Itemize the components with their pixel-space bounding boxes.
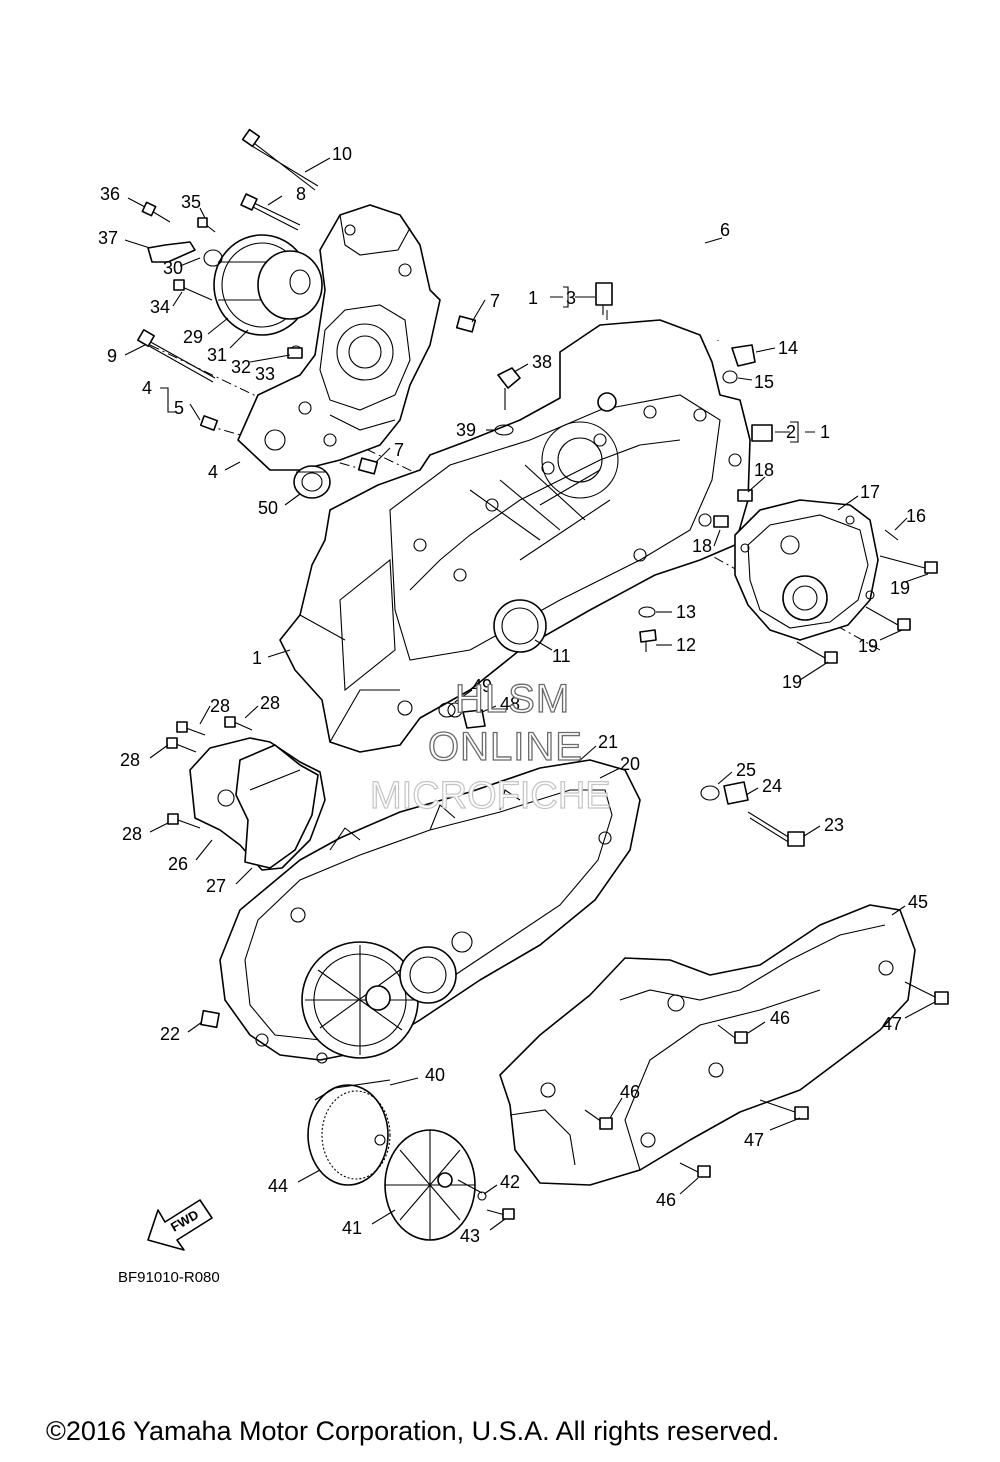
callout-15: 15	[754, 372, 774, 392]
callout-12: 12	[676, 635, 696, 655]
gasket-and-plate	[166, 716, 326, 871]
callout-1-upper: 1	[528, 288, 538, 308]
callout-26: 26	[168, 854, 188, 874]
bearing	[293, 465, 331, 499]
callout-28-a: 28	[210, 696, 230, 716]
callout-47-upper: 47	[882, 1014, 902, 1034]
crankcase-cover	[200, 759, 805, 1064]
callout-27: 27	[206, 876, 226, 896]
callout-47-lower: 47	[744, 1130, 764, 1150]
watermark-line-2: ONLINE	[428, 725, 583, 769]
watermark: HLSM ONLINE MICROFICHE	[369, 676, 611, 817]
callout-46-lower: 46	[656, 1190, 676, 1210]
callout-7-upper: 7	[490, 291, 500, 311]
callout-40: 40	[425, 1065, 445, 1085]
callout-46-upper: 46	[770, 1008, 790, 1028]
callout-16: 16	[906, 506, 926, 526]
callout-37: 37	[98, 228, 118, 248]
callout-numbers: 10 8 36 35 37 30 34 29 31 32 33 9 4 5 4 …	[98, 144, 928, 1246]
callout-21: 21	[598, 732, 618, 752]
watermark-line-1: HLSM	[455, 677, 570, 721]
callout-19-lower: 19	[782, 672, 802, 692]
callout-29: 29	[183, 327, 203, 347]
transmission-outer-cover	[499, 904, 949, 1186]
callout-3: 3	[566, 288, 576, 308]
callout-42: 42	[500, 1172, 520, 1192]
callout-7-lower: 7	[394, 440, 404, 460]
callout-31: 31	[207, 345, 227, 365]
callout-41: 41	[342, 1218, 362, 1238]
reference-code: BF91010-R080	[118, 1269, 220, 1286]
callout-43: 43	[460, 1226, 480, 1246]
callout-32: 32	[231, 357, 251, 377]
copyright-notice: ©2016 Yamaha Motor Corporation, U.S.A. A…	[46, 1416, 779, 1446]
callout-18-lower: 18	[692, 536, 712, 556]
callout-50: 50	[258, 498, 278, 518]
callout-17: 17	[860, 482, 880, 502]
callout-4-lower: 4	[208, 462, 218, 482]
callout-46-middle: 46	[620, 1082, 640, 1102]
callout-9: 9	[107, 346, 117, 366]
callout-30: 30	[163, 258, 183, 278]
callout-13: 13	[676, 602, 696, 622]
callout-1-lower: 1	[252, 648, 262, 668]
callout-24: 24	[762, 776, 782, 796]
callout-28-c: 28	[120, 750, 140, 770]
callout-20: 20	[620, 754, 640, 774]
callout-33: 33	[255, 364, 275, 384]
callout-34: 34	[150, 297, 170, 317]
callout-48: 48	[500, 694, 520, 714]
fasteners	[137, 128, 773, 729]
callout-23: 23	[824, 815, 844, 835]
callout-39: 39	[456, 420, 476, 440]
callout-36: 36	[100, 184, 120, 204]
callout-45: 45	[908, 892, 928, 912]
callout-44: 44	[268, 1176, 288, 1196]
callout-1-right: 1	[820, 422, 830, 442]
stator-cover	[203, 234, 323, 359]
callout-2: 2	[786, 422, 796, 442]
callout-19-upper: 19	[890, 578, 910, 598]
callout-4-upper: 4	[142, 378, 152, 398]
callout-22: 22	[160, 1024, 180, 1044]
callout-14: 14	[778, 338, 798, 358]
callout-8: 8	[296, 184, 306, 204]
watermark-line-3: MICROFICHE	[370, 775, 611, 817]
callout-28-b: 28	[260, 693, 280, 713]
callout-49: 49	[472, 676, 492, 696]
callout-28-d: 28	[122, 824, 142, 844]
callout-6: 6	[720, 220, 730, 240]
transmission-cover	[734, 499, 938, 664]
callout-10: 10	[332, 144, 352, 164]
callout-38: 38	[532, 352, 552, 372]
crankcase-left-half	[237, 204, 441, 471]
callout-18-upper: 18	[754, 460, 774, 480]
callout-25: 25	[736, 760, 756, 780]
callout-5: 5	[174, 398, 184, 418]
fwd-arrow-icon: FWD	[147, 1199, 213, 1251]
air-filter-and-fan	[307, 1079, 515, 1241]
callout-35: 35	[181, 192, 201, 212]
callout-19-middle: 19	[858, 636, 878, 656]
callout-11: 11	[552, 646, 571, 666]
leader-lines	[124, 157, 936, 1231]
